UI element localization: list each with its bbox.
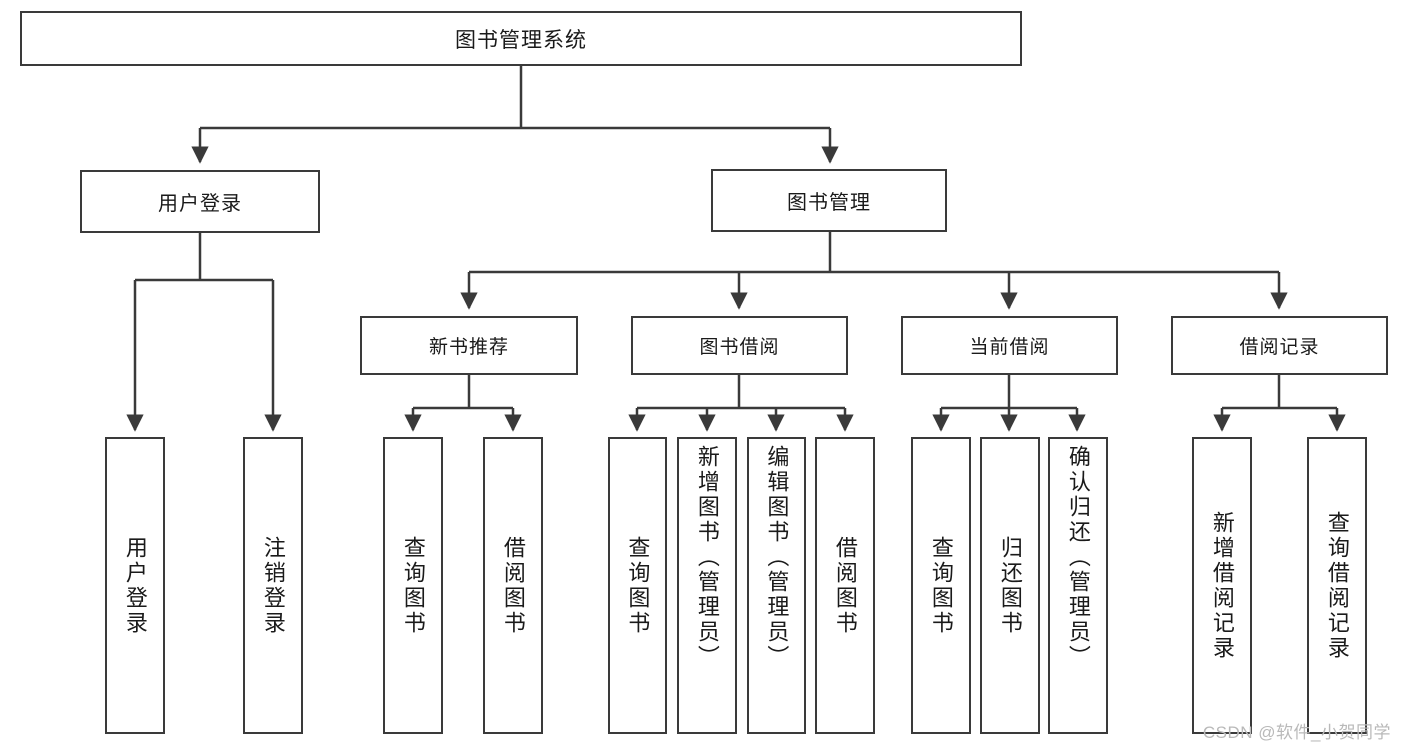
node-leaf-confirm-return[interactable]: 确认归还（管理员） [1048, 437, 1108, 734]
node-book-manage[interactable]: 图书管理 [711, 169, 947, 232]
node-leaf-query-record-label: 查询借阅记录 [1324, 510, 1350, 661]
node-leaf-user-login-label: 用户登录 [122, 535, 148, 636]
node-leaf-query-book-1-label: 查询图书 [400, 535, 426, 636]
node-user-login[interactable]: 用户登录 [80, 170, 320, 233]
node-leaf-add-record[interactable]: 新增借阅记录 [1192, 437, 1252, 734]
node-leaf-user-login[interactable]: 用户登录 [105, 437, 165, 734]
node-leaf-query-book-1[interactable]: 查询图书 [383, 437, 443, 734]
node-book-borrow-label: 图书借阅 [699, 337, 780, 358]
node-leaf-query-book-3[interactable]: 查询图书 [911, 437, 971, 734]
node-leaf-add-book[interactable]: 新增图书（管理员） [677, 437, 737, 734]
node-leaf-user-logout[interactable]: 注销登录 [243, 437, 303, 734]
node-new-book-rec[interactable]: 新书推荐 [360, 316, 578, 375]
node-leaf-return-book-label: 归还图书 [997, 535, 1023, 636]
node-book-manage-label: 图书管理 [787, 192, 871, 214]
node-leaf-edit-book[interactable]: 编辑图书（管理员） [747, 437, 806, 734]
node-leaf-borrow-book-2[interactable]: 借阅图书 [815, 437, 875, 734]
node-current-borrow[interactable]: 当前借阅 [901, 316, 1118, 375]
node-leaf-query-record[interactable]: 查询借阅记录 [1307, 437, 1367, 734]
node-root[interactable]: 图书管理系统 [20, 11, 1022, 66]
node-leaf-query-book-2[interactable]: 查询图书 [608, 437, 667, 734]
node-leaf-confirm-return-label: 确认归还（管理员） [1065, 445, 1091, 670]
node-leaf-user-logout-label: 注销登录 [260, 535, 286, 636]
node-leaf-borrow-book-1[interactable]: 借阅图书 [483, 437, 543, 734]
node-leaf-add-record-label: 新增借阅记录 [1209, 510, 1235, 661]
node-user-login-label: 用户登录 [158, 193, 242, 215]
node-borrow-record-label: 借阅记录 [1239, 337, 1320, 358]
node-leaf-add-book-label: 新增图书（管理员） [694, 445, 720, 670]
node-current-borrow-label: 当前借阅 [969, 337, 1050, 358]
watermark-text: CSDN @软件_小贺同学 [1202, 723, 1391, 742]
node-leaf-query-book-2-label: 查询图书 [625, 535, 651, 636]
node-leaf-return-book[interactable]: 归还图书 [980, 437, 1040, 734]
node-new-book-rec-label: 新书推荐 [428, 337, 509, 358]
node-book-borrow[interactable]: 图书借阅 [631, 316, 848, 375]
node-root-label: 图书管理系统 [455, 28, 587, 52]
node-leaf-borrow-book-1-label: 借阅图书 [500, 535, 526, 636]
node-borrow-record[interactable]: 借阅记录 [1171, 316, 1388, 375]
node-leaf-borrow-book-2-label: 借阅图书 [832, 535, 858, 636]
node-leaf-edit-book-label: 编辑图书（管理员） [764, 445, 790, 670]
node-leaf-query-book-3-label: 查询图书 [928, 535, 954, 636]
